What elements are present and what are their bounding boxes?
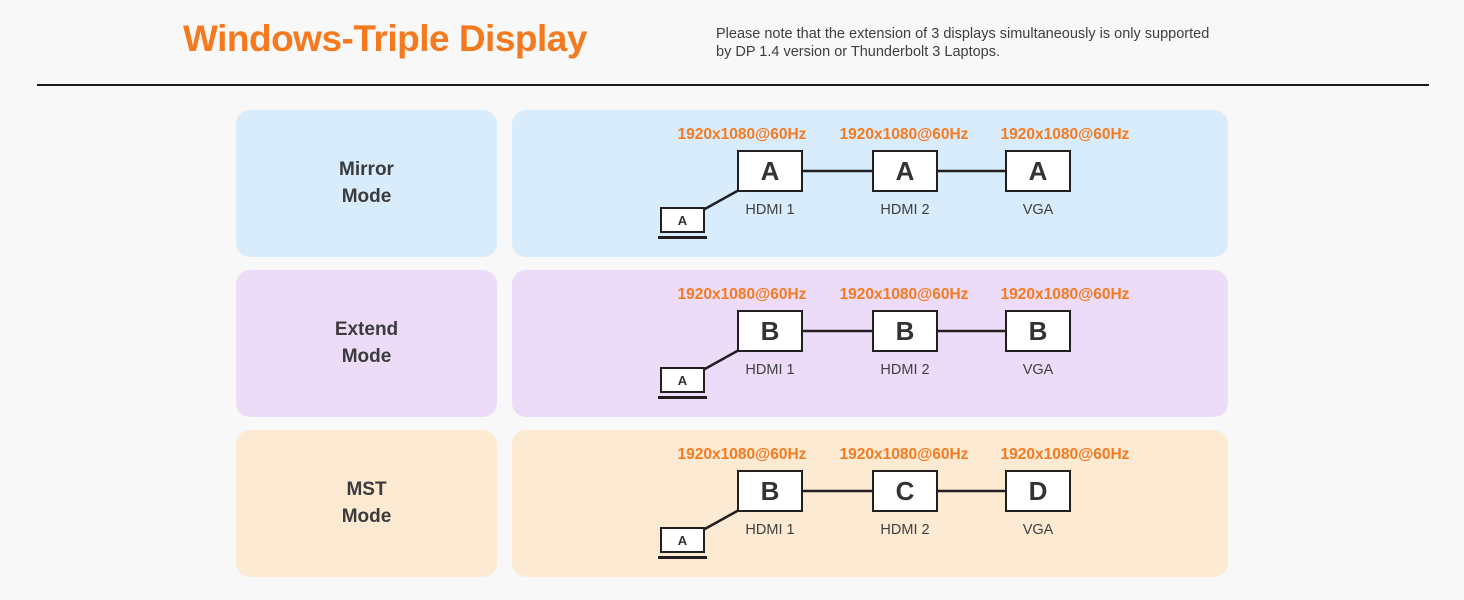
mirror-mode-diagram: 1920x1080@60Hz 1920x1080@60Hz 1920x1080@… bbox=[512, 110, 1228, 257]
display-box-vga: A bbox=[1005, 150, 1071, 192]
mirror-mode-label-panel: Mirror Mode bbox=[236, 110, 497, 257]
mode-label: MST Mode bbox=[342, 477, 392, 530]
port-label-hdmi2: HDMI 2 bbox=[880, 522, 930, 538]
note-line-2: by DP 1.4 version or Thunderbolt 3 Lapto… bbox=[716, 43, 1001, 60]
note-line-1: Please note that the extension of 3 disp… bbox=[716, 26, 1210, 42]
resolution-label: 1920x1080@60Hz bbox=[839, 286, 969, 303]
laptop-base bbox=[658, 396, 707, 399]
mst-mode-row: MST Mode 1920x1080@60Hz 1920x1080@60Hz 1… bbox=[236, 430, 1228, 577]
mode-label: Extend Mode bbox=[335, 317, 398, 370]
resolution-label: 1920x1080@60Hz bbox=[677, 286, 807, 303]
connector-lines bbox=[702, 489, 1007, 532]
display-box-vga: B bbox=[1005, 310, 1071, 352]
mode-label-line-1: Mirror bbox=[339, 158, 394, 180]
note-text: Please note that the extension of 3 disp… bbox=[716, 26, 1209, 61]
cable-laptop-to-display1 bbox=[702, 348, 740, 372]
mst-mode-diagram: 1920x1080@60Hz 1920x1080@60Hz 1920x1080@… bbox=[512, 430, 1228, 577]
extend-mode-label-panel: Extend Mode bbox=[236, 270, 497, 417]
port-label-hdmi1: HDMI 1 bbox=[745, 522, 795, 538]
port-label-hdmi2: HDMI 2 bbox=[880, 362, 930, 378]
mode-label-line-1: Extend bbox=[334, 318, 399, 340]
resolution-label: 1920x1080@60Hz bbox=[839, 126, 969, 143]
extend-mode-row: Extend Mode 1920x1080@60Hz 1920x1080@60H… bbox=[236, 270, 1228, 417]
display-box-hdmi1: B bbox=[737, 470, 803, 512]
mode-label: Mirror Mode bbox=[339, 157, 394, 210]
port-label-hdmi1: HDMI 1 bbox=[745, 362, 795, 378]
cable-laptop-to-display1 bbox=[702, 188, 740, 212]
resolution-label: 1920x1080@60Hz bbox=[1000, 446, 1130, 463]
laptop-base bbox=[658, 236, 707, 239]
mode-label-line-2: Mode bbox=[341, 345, 392, 367]
laptop-icon: A bbox=[660, 207, 705, 233]
mirror-mode-row: Mirror Mode 1920x1080@60Hz 1920x1080@60H… bbox=[236, 110, 1228, 257]
resolution-label: 1920x1080@60Hz bbox=[677, 126, 807, 143]
resolution-label: 1920x1080@60Hz bbox=[1000, 286, 1130, 303]
resolution-label: 1920x1080@60Hz bbox=[839, 446, 969, 463]
display-box-vga: D bbox=[1005, 470, 1071, 512]
display-box-hdmi2: B bbox=[872, 310, 938, 352]
connector-lines bbox=[702, 169, 1007, 212]
mode-label-line-2: Mode bbox=[341, 185, 392, 207]
port-label-vga: VGA bbox=[1022, 522, 1054, 538]
resolution-label: 1920x1080@60Hz bbox=[677, 446, 807, 463]
separator-line bbox=[37, 84, 1429, 86]
laptop-icon: A bbox=[660, 367, 705, 393]
cable-laptop-to-display1 bbox=[702, 508, 740, 532]
port-label-hdmi2: HDMI 2 bbox=[880, 202, 930, 218]
resolution-label: 1920x1080@60Hz bbox=[1000, 126, 1130, 143]
display-box-hdmi2: C bbox=[872, 470, 938, 512]
port-label-vga: VGA bbox=[1022, 362, 1054, 378]
mst-mode-label-panel: MST Mode bbox=[236, 430, 497, 577]
extend-mode-diagram: 1920x1080@60Hz 1920x1080@60Hz 1920x1080@… bbox=[512, 270, 1228, 417]
mode-rows: Mirror Mode 1920x1080@60Hz 1920x1080@60H… bbox=[236, 110, 1228, 590]
port-label-hdmi1: HDMI 1 bbox=[745, 202, 795, 218]
port-label-vga: VGA bbox=[1022, 202, 1054, 218]
laptop-icon: A bbox=[660, 527, 705, 553]
page-title: Windows-Triple Display bbox=[183, 18, 587, 59]
display-box-hdmi1: A bbox=[737, 150, 803, 192]
connector-lines bbox=[702, 329, 1007, 372]
laptop-base bbox=[658, 556, 707, 559]
display-box-hdmi2: A bbox=[872, 150, 938, 192]
mode-label-line-2: Mode bbox=[341, 505, 392, 527]
display-box-hdmi1: B bbox=[737, 310, 803, 352]
mode-label-line-1: MST bbox=[346, 478, 387, 500]
